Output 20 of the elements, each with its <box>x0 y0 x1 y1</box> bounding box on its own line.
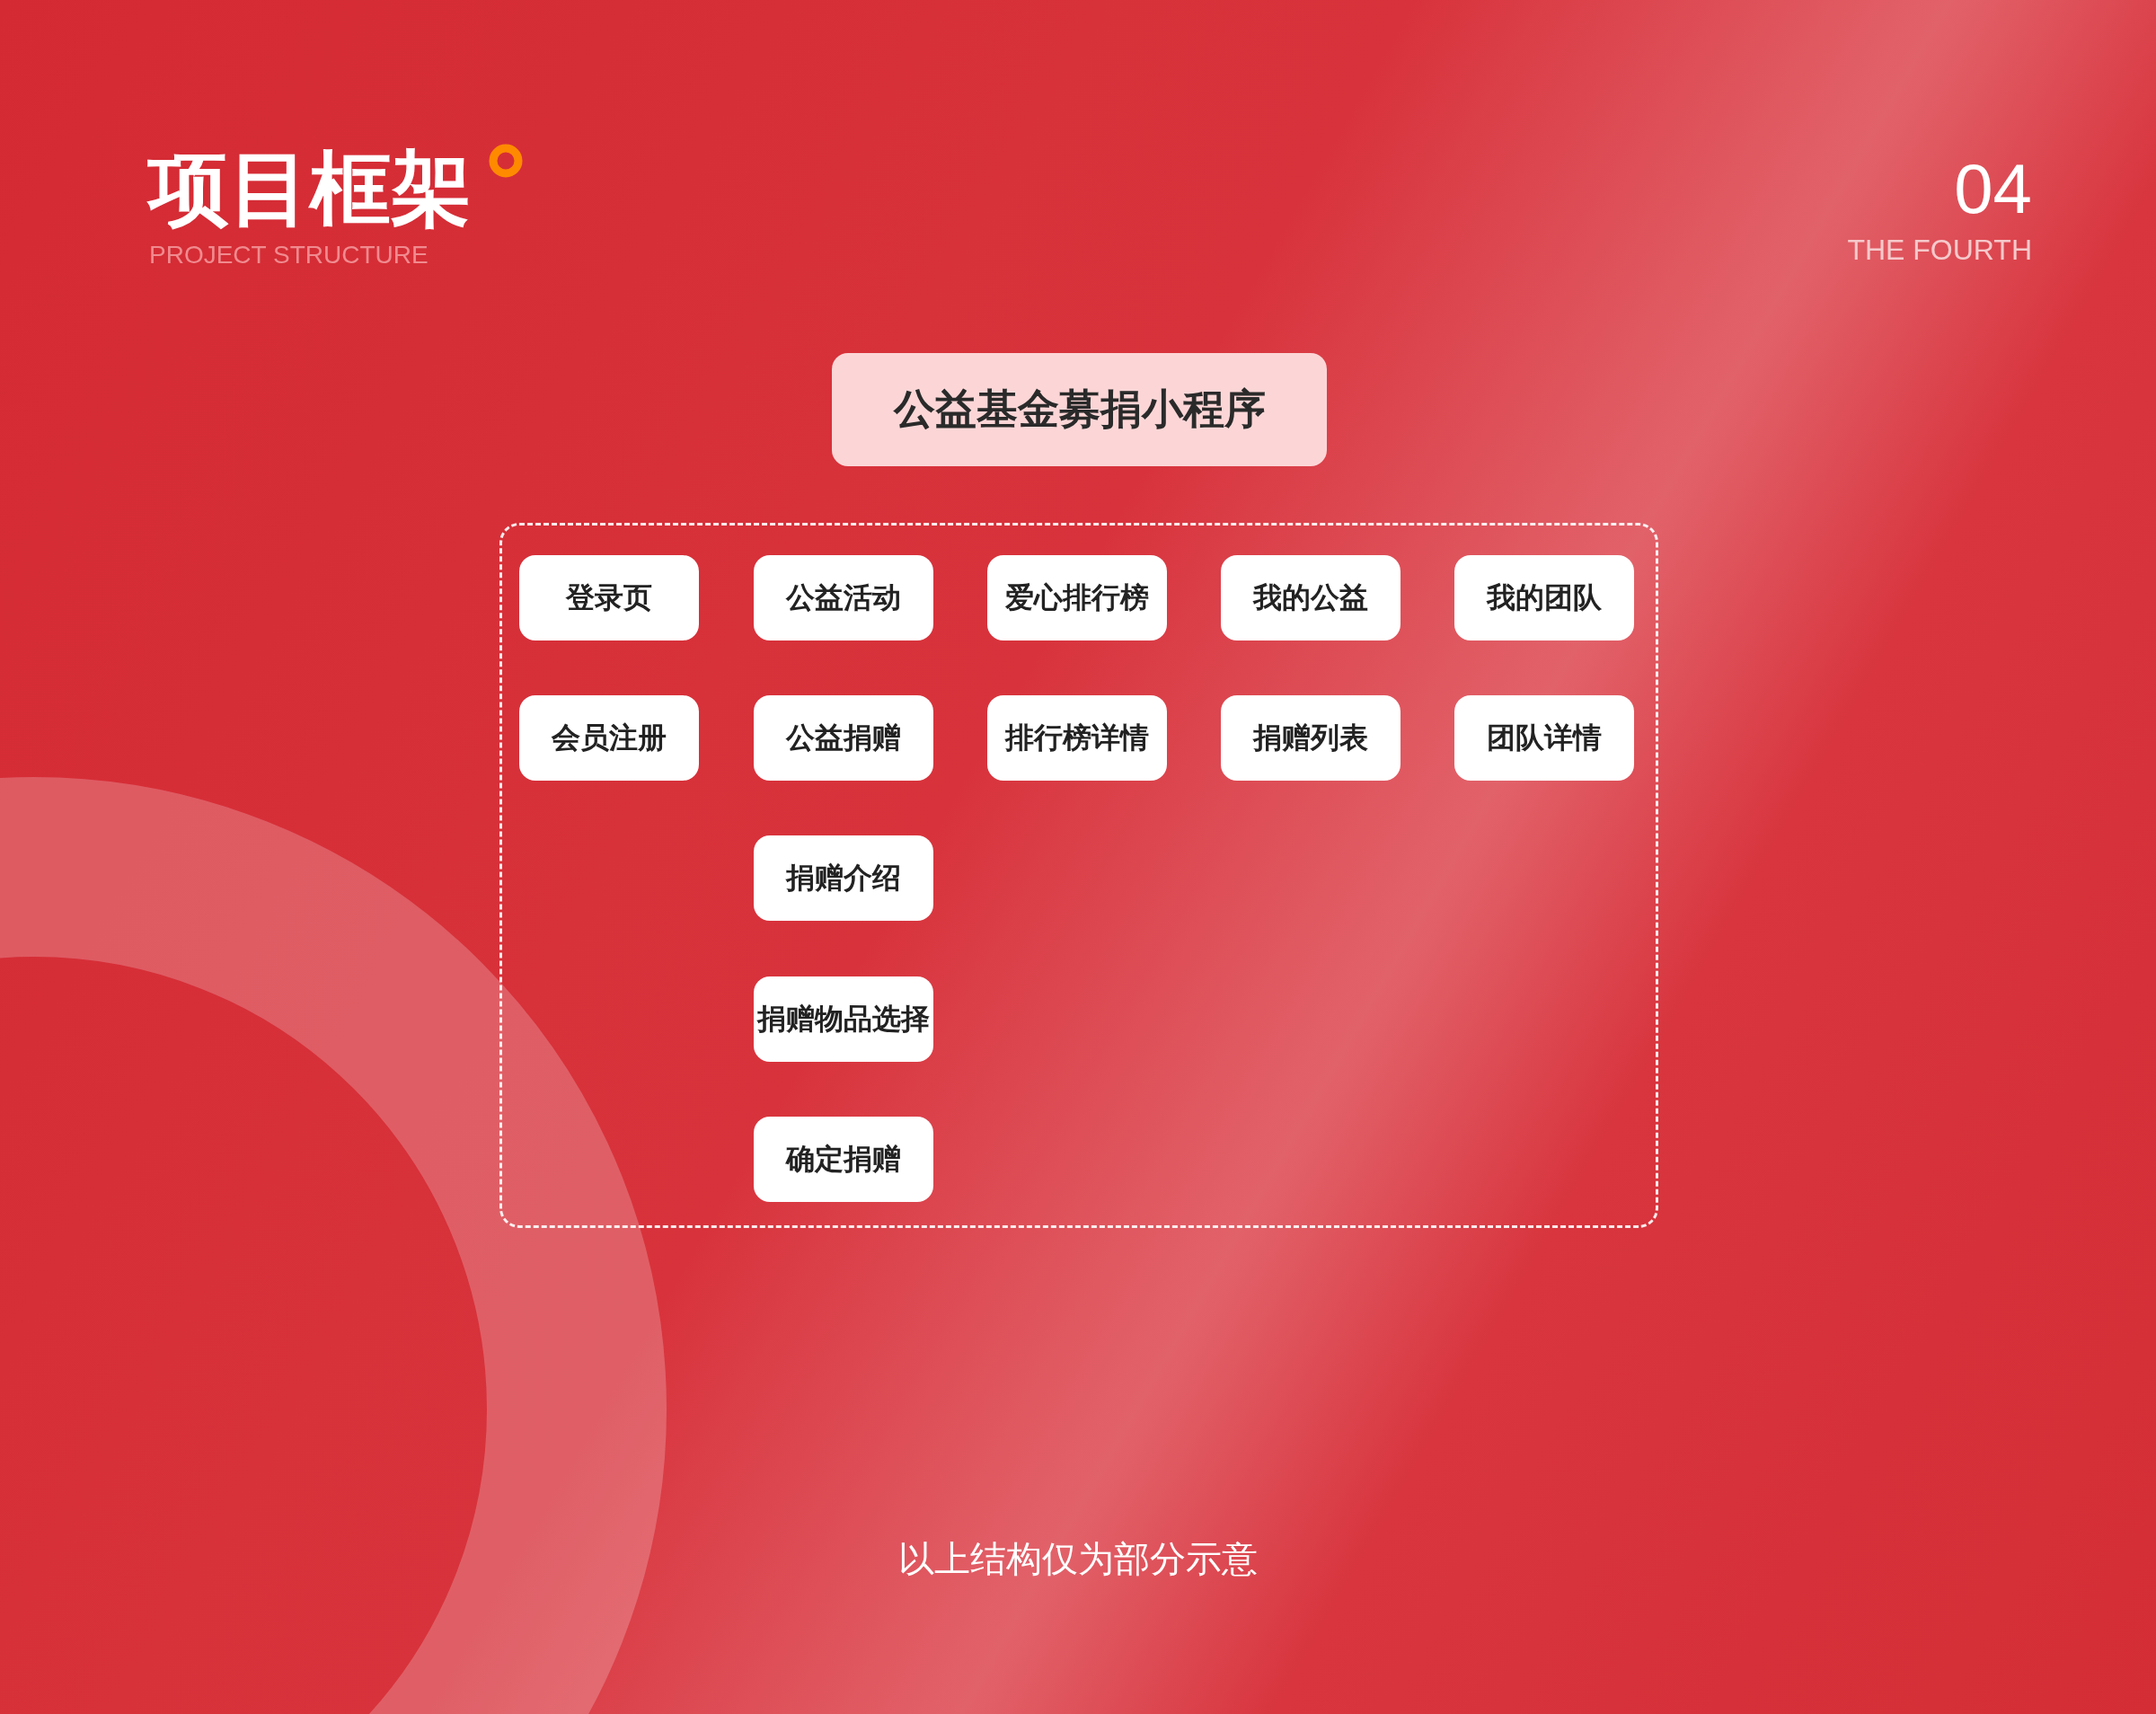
page-box: 登录页 <box>519 555 699 641</box>
page-box: 捐赠列表 <box>1221 695 1401 781</box>
section-label: THE FOURTH <box>1847 234 2032 267</box>
page-number: 04 <box>1954 148 2032 230</box>
page-box: 团队详情 <box>1454 695 1634 781</box>
page-box: 我的团队 <box>1454 555 1634 641</box>
page-box: 公益捐赠 <box>754 695 933 781</box>
page-box: 排行榜详情 <box>987 695 1167 781</box>
page-box: 会员注册 <box>519 695 699 781</box>
dashed-group-frame <box>499 523 1658 1228</box>
page-box: 爱心排行榜 <box>987 555 1167 641</box>
subtitle: PROJECT STRUCTURE <box>149 241 429 269</box>
caption: 以上结构仅为部分示意 <box>897 1537 1259 1581</box>
page-title: 项目框架 <box>148 144 472 233</box>
page-box: 确定捐赠 <box>754 1117 933 1202</box>
page-box: 捐赠物品选择 <box>754 976 933 1062</box>
page-box: 公益活动 <box>754 555 933 641</box>
root-box: 公益基金募捐小程序 <box>832 353 1327 466</box>
page-box: 我的公益 <box>1221 555 1401 641</box>
page-box: 捐赠介绍 <box>754 835 933 921</box>
